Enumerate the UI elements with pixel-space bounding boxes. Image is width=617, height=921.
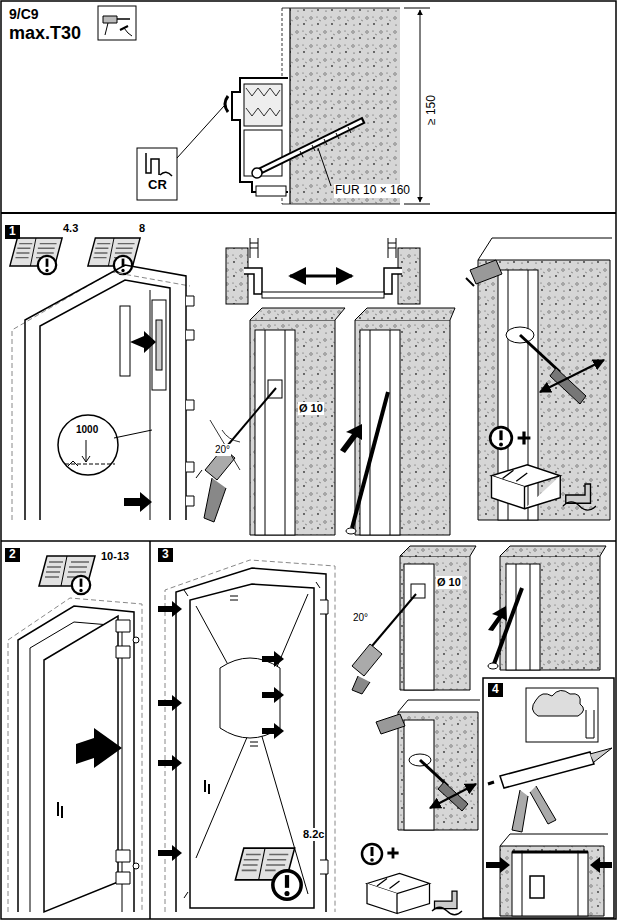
manual-ref: 10-13: [100, 550, 130, 563]
anchor-spec: FUR 10 × 160: [334, 184, 411, 198]
manual-ref: 4.3: [62, 222, 79, 235]
height-mark: 1000: [75, 424, 99, 436]
step-number: 2: [5, 548, 20, 562]
step-number: 4: [488, 683, 503, 697]
manual-ref: 8.2c: [302, 828, 325, 841]
drill-diameter: Ø 10: [298, 402, 324, 415]
drill-diameter: Ø 10: [436, 576, 462, 589]
step-number: 3: [158, 548, 173, 562]
seal-code: CR: [147, 178, 168, 193]
manual-ref: 8: [138, 222, 146, 235]
dimension: ≥ 150: [425, 94, 439, 126]
drill-angle: 20°: [214, 444, 231, 456]
fire-rating: max.T30: [8, 23, 82, 44]
drill-angle: 20°: [352, 612, 369, 624]
step-number: 1: [5, 225, 20, 239]
drawing-code: 9/C9: [8, 6, 40, 22]
